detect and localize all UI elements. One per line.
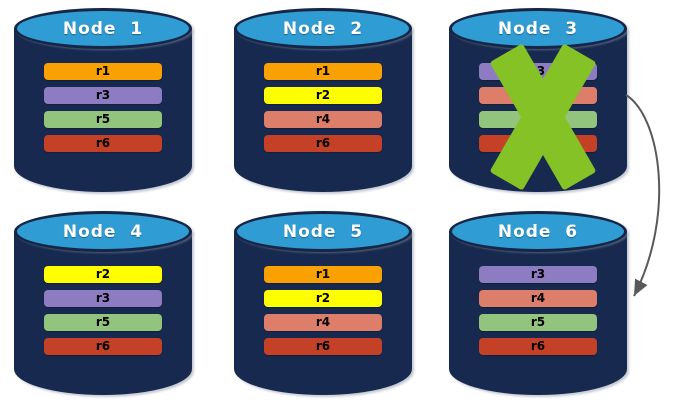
- node-2: Node 2 r1 r2 r4 r6: [234, 8, 412, 192]
- cylinder-body: [14, 231, 192, 395]
- replica-bar: r5: [44, 314, 162, 331]
- node-4: Node 4 r2 r3 r5 r6: [14, 211, 192, 395]
- replica-bar: r1: [264, 266, 382, 283]
- replica-bar: r4: [479, 87, 597, 104]
- replica-bar: r1: [264, 63, 382, 80]
- node-title: Node 2: [282, 18, 364, 39]
- cylinder-body: [449, 231, 627, 395]
- replica-bar: r2: [44, 266, 162, 283]
- replica-bar: r6: [264, 338, 382, 355]
- cylinder-top: Node 6: [449, 211, 627, 252]
- replica-bar: r6: [479, 135, 597, 152]
- node-title: Node 3: [497, 18, 579, 39]
- replica-bar: r6: [44, 135, 162, 152]
- node-1: Node 1 r1 r3 r5 r6: [14, 8, 192, 192]
- replica-bar: r5: [479, 111, 597, 128]
- replica-bar: r6: [44, 338, 162, 355]
- replica-bar: r4: [264, 111, 382, 128]
- replica-list: r1 r2 r4 r6: [234, 266, 412, 355]
- cylinder-top: Node 2: [234, 8, 412, 49]
- node-6: Node 6 r3 r4 r5 r6: [449, 211, 627, 395]
- replica-bar: r3: [479, 63, 597, 80]
- replica-list: r1 r3 r5 r6: [14, 63, 192, 152]
- cylinder-top: Node 3: [449, 8, 627, 49]
- curved-arrow-icon: [625, 94, 661, 297]
- cylinder-top: Node 5: [234, 211, 412, 252]
- replica-list: r1 r2 r4 r6: [234, 63, 412, 152]
- replica-bar: r2: [264, 87, 382, 104]
- replica-bar: r3: [479, 266, 597, 283]
- replica-bar: r1: [44, 63, 162, 80]
- node-5: Node 5 r1 r2 r4 r6: [234, 211, 412, 395]
- cylinder-body: [14, 28, 192, 192]
- replica-bar: r6: [264, 135, 382, 152]
- cylinder-top: Node 4: [14, 211, 192, 252]
- replica-bar: r6: [479, 338, 597, 355]
- arrow-path: [625, 94, 661, 297]
- replica-bar: r5: [479, 314, 597, 331]
- replica-bar: r5: [44, 111, 162, 128]
- node-title: Node 6: [497, 221, 579, 242]
- replica-bar: r2: [264, 290, 382, 307]
- replica-bar: r3: [44, 87, 162, 104]
- node-title: Node 5: [282, 221, 364, 242]
- cylinder-top: Node 1: [14, 8, 192, 49]
- cylinder-body: [234, 231, 412, 395]
- replica-list: r3 r4 r5 r6: [449, 266, 627, 355]
- replica-bar: r3: [44, 290, 162, 307]
- replica-bar: r4: [264, 314, 382, 331]
- node-3: Node 3 r3 r4 r5 r6: [449, 8, 627, 192]
- replica-list: r2 r3 r5 r6: [14, 266, 192, 355]
- node-title: Node 4: [62, 221, 144, 242]
- replica-bar: r4: [479, 290, 597, 307]
- node-title: Node 1: [62, 18, 144, 39]
- cylinder-body: [234, 28, 412, 192]
